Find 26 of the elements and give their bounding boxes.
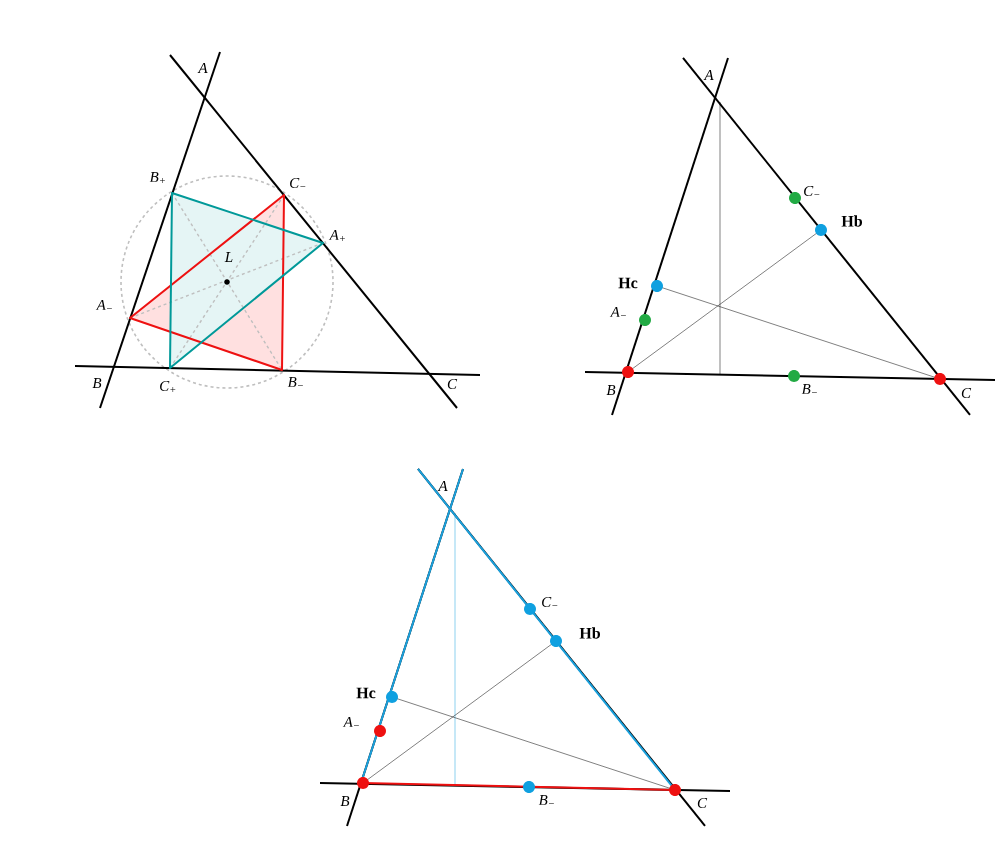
point-label: C$_{−}$: [290, 177, 306, 188]
point-label: B$_{−}$: [801, 384, 817, 394]
point-label: A$_{+}$: [328, 229, 345, 241]
point-label: A: [437, 481, 448, 491]
point-label: Hb: [841, 215, 863, 227]
point-label: B$_{+}$: [149, 172, 165, 183]
point-label: C: [697, 797, 708, 809]
point-label: C$_{−}$: [542, 596, 558, 607]
point-label: Hc: [356, 687, 376, 699]
point-label: B: [92, 378, 102, 388]
point-label: B: [606, 385, 616, 395]
point-label: A: [703, 70, 714, 80]
point-label: A$_{−}$: [342, 716, 359, 727]
point-label: A$_{−}$: [609, 306, 626, 317]
point-label: C$_{−}$: [804, 185, 820, 196]
point-label: Hb: [579, 627, 601, 639]
point-label: A$_{−}$: [95, 299, 112, 310]
point-label: B$_{−}$: [538, 795, 554, 805]
point-label: Hc: [618, 277, 638, 289]
point-label: C: [961, 387, 972, 399]
point-label: B$_{−}$: [287, 377, 303, 387]
point-label: L: [224, 252, 233, 262]
point-label: C: [447, 378, 458, 390]
point-label: C$_{+}$: [160, 380, 176, 392]
point-label: B: [340, 796, 350, 806]
point-label: A: [197, 63, 208, 73]
